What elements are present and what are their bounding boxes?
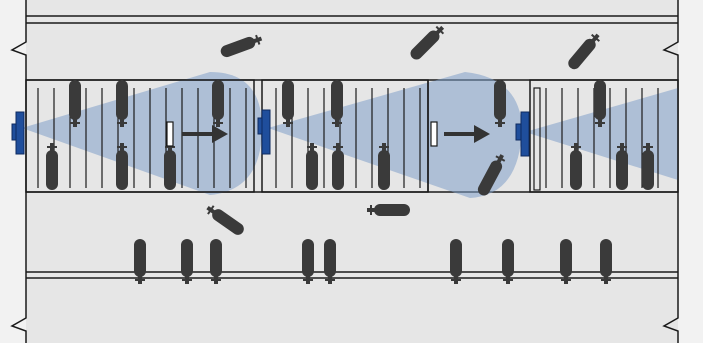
gas-cylinder	[560, 239, 572, 284]
gas-cylinder	[568, 33, 600, 70]
gas-cylinder	[378, 143, 390, 190]
beams	[22, 72, 678, 198]
gate-3	[533, 87, 541, 191]
bay-1	[25, 79, 255, 193]
gas-cylinder	[570, 143, 582, 190]
gas-cylinder	[616, 143, 628, 190]
gas-cylinder	[181, 239, 193, 284]
gas-cylinder	[206, 205, 244, 235]
flow-arrows	[182, 125, 490, 143]
gates	[166, 87, 541, 191]
cylinders	[46, 25, 654, 284]
gas-cylinder	[302, 239, 314, 284]
gas-cylinder	[367, 204, 410, 216]
gas-cylinder	[477, 154, 506, 196]
floor-area	[26, 0, 678, 343]
scanner-2	[257, 109, 271, 155]
scanner-1	[11, 111, 25, 155]
gas-cylinder	[116, 143, 128, 190]
beam-3	[525, 88, 678, 180]
gas-cylinder	[450, 239, 462, 284]
scanner-3	[515, 111, 530, 157]
beam-2	[268, 72, 522, 198]
gas-cylinder	[306, 143, 318, 190]
beam-1	[22, 72, 262, 195]
gate-1	[166, 121, 174, 147]
gas-cylinder	[212, 80, 224, 127]
gas-cylinder	[282, 80, 294, 127]
gate-2	[430, 121, 438, 147]
gas-cylinder	[494, 80, 506, 127]
gas-cylinder	[594, 80, 606, 127]
gas-cylinder	[220, 34, 263, 58]
gas-cylinder	[116, 80, 128, 127]
gas-cylinder	[502, 239, 514, 284]
bay-3	[529, 79, 679, 193]
flow-arrow-2	[444, 125, 490, 143]
gas-cylinder	[134, 239, 146, 284]
gas-cylinder	[332, 143, 344, 190]
gas-cylinder	[331, 80, 343, 127]
gas-cylinder	[164, 143, 176, 190]
gas-cylinder	[210, 239, 222, 284]
gas-cylinder	[324, 239, 336, 284]
gas-cylinder	[69, 80, 81, 127]
scanners	[11, 109, 530, 157]
gas-cylinder	[600, 239, 612, 284]
gas-cylinder	[46, 143, 58, 190]
flow-arrow-1	[182, 125, 228, 143]
gas-cylinder	[642, 143, 654, 190]
gas-cylinder	[410, 25, 445, 60]
